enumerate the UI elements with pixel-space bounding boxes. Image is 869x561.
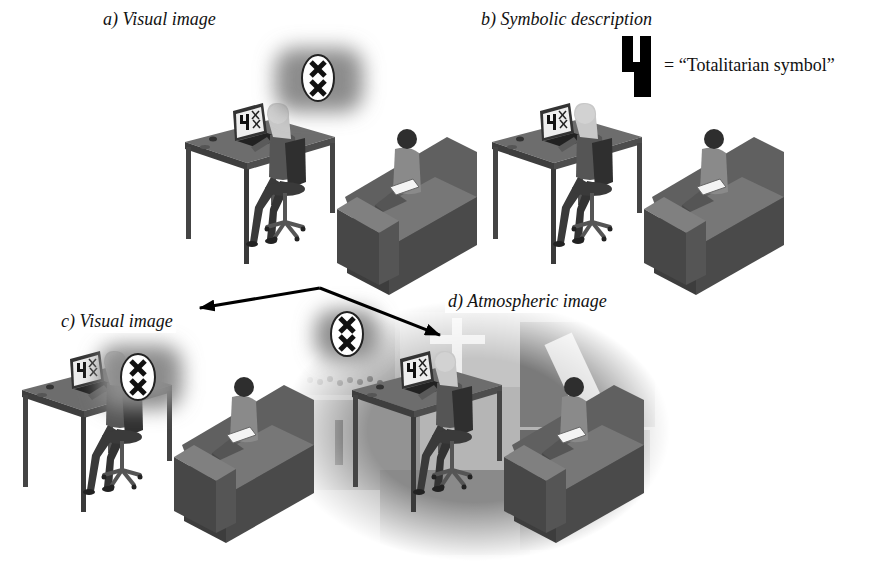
atmospheric-collage [280, 300, 670, 561]
drawing-part [317, 379, 323, 385]
panel-heading: d) Atmospheric image [445, 291, 610, 313]
symbol-oval [121, 354, 155, 400]
collage-figure [335, 420, 343, 465]
drawing-part [634, 72, 651, 97]
branch-arrow [320, 288, 440, 335]
cross-symbol [311, 62, 325, 76]
symbol-oval [331, 312, 363, 356]
drawing-part [367, 376, 373, 382]
drawing-part [357, 379, 363, 385]
scene-panel: a) Visual image [95, 5, 480, 288]
scene-panel: b) Symbolic description [478, 5, 863, 288]
cross-symbol [340, 318, 354, 332]
room-scene [352, 351, 644, 543]
symbol-meaning: = “Totalitarian symbol” [662, 55, 837, 77]
room-scene [492, 103, 784, 295]
thought-cloud [275, 48, 363, 112]
totalitarian-symbol [622, 36, 651, 97]
room-scene [185, 103, 477, 295]
thought-cloud [98, 345, 182, 409]
drawing-part [337, 380, 343, 386]
drawing-part [327, 376, 333, 382]
cross-symbol [131, 361, 145, 375]
panel-heading: c) Visual image [58, 311, 176, 333]
cross-symbol [340, 336, 354, 350]
scene-panel: c) Visual image [20, 308, 330, 553]
scene-panel: d) Atmospheric image [440, 290, 860, 555]
drawing-part [347, 377, 353, 383]
drawing-part [307, 377, 313, 383]
panel-heading: a) Visual image [100, 9, 219, 31]
collage-ground [280, 300, 670, 561]
branch-arrow [200, 288, 320, 308]
thought-cloud [315, 310, 379, 360]
cross-symbol [131, 380, 145, 394]
symbol-oval [302, 55, 334, 101]
collage-cross [430, 335, 485, 344]
collage-crowd [307, 376, 383, 386]
panel-heading: b) Symbolic description [478, 9, 655, 31]
cross-symbol [311, 81, 325, 95]
drawing-part [622, 62, 651, 72]
